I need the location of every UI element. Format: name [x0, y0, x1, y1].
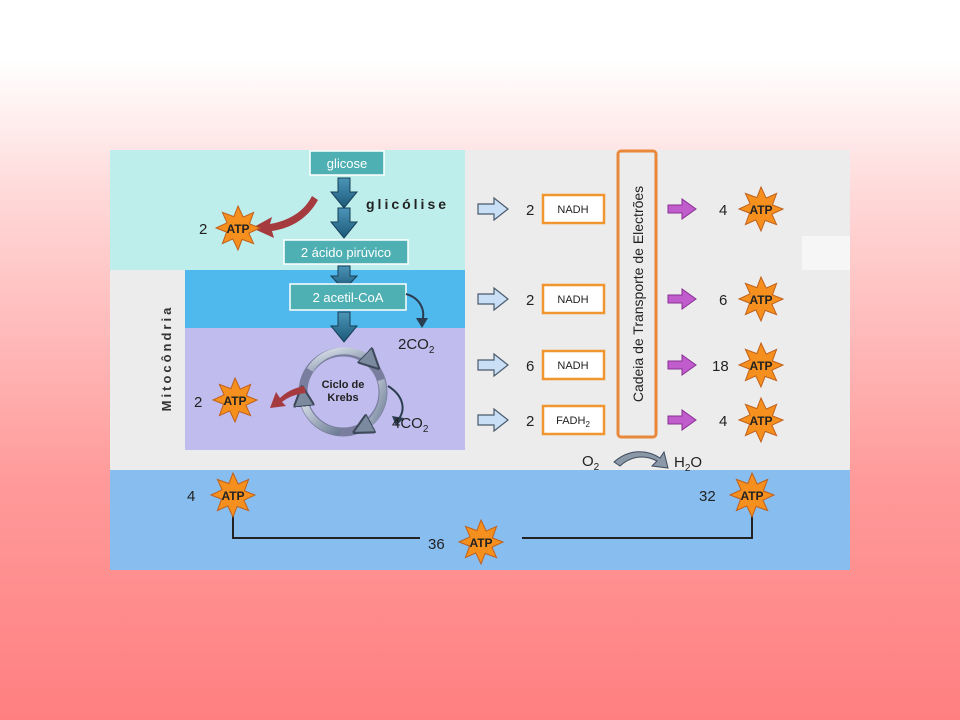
atp-yield-count: 4 — [719, 413, 727, 430]
krebs-cycle-title-line1: Ciclo de — [322, 379, 365, 391]
carrier-box — [541, 193, 606, 225]
krebs-cycle-arc-top — [307, 351, 372, 372]
total-sum-atp-star: ATP — [457, 518, 505, 566]
atp-label: ATP — [740, 489, 763, 503]
glycolysis-atp-star: ATP — [214, 204, 262, 252]
carrier-box — [541, 283, 606, 315]
glycolysis-label: glicólise — [366, 196, 449, 212]
atp-label: ATP — [749, 359, 772, 373]
oxygen-label: O2 — [582, 453, 600, 473]
electron-transport-chain: Cadeia de Transporte de Electrões — [616, 149, 658, 439]
oxygen-to-water-arrow — [613, 450, 669, 469]
co2-4-label: 4CO2 — [392, 415, 429, 435]
output-arrow — [667, 354, 697, 376]
acetyl-coa-label: 2 acetil-CoA — [313, 290, 384, 305]
atp-yield-count: 6 — [719, 292, 727, 309]
co2-release-arrowhead — [416, 318, 428, 328]
water-label: H2O — [674, 454, 702, 474]
carrier-name: NADH — [557, 360, 588, 372]
input-arrow — [477, 407, 509, 433]
pyruvate-box: 2 ácido pirúvico — [283, 239, 409, 265]
co2-2-label: 2CO2 — [398, 336, 435, 356]
atp-label: ATP — [749, 293, 772, 307]
krebs-co2-arrowhead — [392, 416, 404, 426]
carrier-row: 2 FADH2 4 ATP — [477, 396, 785, 444]
atp-label: ATP — [223, 394, 246, 408]
acetyl-coa-box: 2 acetil-CoA — [289, 283, 407, 311]
total-left-atp-star: ATP — [209, 471, 257, 519]
atp-yield-star: ATP — [737, 341, 785, 389]
carrier-row: 6 NADH 18 ATP — [477, 341, 785, 389]
carrier-count: 6 — [526, 358, 534, 375]
mitochondria-label: Mitocôndria — [159, 305, 174, 412]
carrier-count: 2 — [526, 413, 534, 430]
pyruvate-label: 2 ácido pirúvico — [301, 245, 391, 260]
input-arrow — [477, 352, 509, 378]
carrier-name: NADH — [557, 204, 588, 216]
output-arrow — [667, 288, 697, 310]
krebs-atp-count: 2 — [194, 394, 202, 411]
krebs-atp-star: ATP — [211, 376, 259, 424]
glycolysis-atp-arrow — [252, 196, 318, 238]
carrier-row: 2 NADH 6 ATP — [477, 275, 785, 323]
carrier-box — [541, 349, 606, 381]
carrier-count: 2 — [526, 202, 534, 219]
input-arrow — [477, 196, 509, 222]
total-right-atp-star: ATP — [728, 471, 776, 519]
krebs-atp-arrow — [270, 386, 306, 408]
input-arrow — [477, 286, 509, 312]
carrier-name: NADH — [557, 294, 588, 306]
total-sum-count: 36 — [428, 536, 445, 553]
atp-label: ATP — [749, 203, 772, 217]
right-edge-strip — [802, 236, 850, 270]
electron-transport-chain-label: Cadeia de Transporte de Electrões — [630, 186, 646, 402]
atp-yield-count: 4 — [719, 202, 727, 219]
carrier-count: 2 — [526, 292, 534, 309]
output-arrow — [667, 409, 697, 431]
glucose-box: glicose — [309, 150, 385, 176]
atp-label: ATP — [749, 414, 772, 428]
carrier-box — [541, 404, 606, 436]
carrier-name: FADH2 — [556, 415, 590, 429]
krebs-cycle-arc-left — [303, 396, 341, 436]
atp-label: ATP — [221, 489, 244, 503]
glucose-label: glicose — [327, 156, 367, 171]
atp-yield-star: ATP — [737, 396, 785, 444]
glycolysis-down-arrow — [329, 177, 359, 239]
glycolysis-atp-count: 2 — [199, 221, 207, 238]
atp-yield-star: ATP — [737, 185, 785, 233]
acetyl-coa-down-arrow — [329, 311, 359, 343]
krebs-cycle-title-line2: Krebs — [327, 392, 358, 404]
atp-label: ATP — [226, 222, 249, 236]
carrier-row: 2 NADH 4 ATP — [477, 185, 785, 233]
total-left-count: 4 — [187, 488, 195, 505]
pyruvate-down-arrow — [329, 265, 359, 291]
atp-yield-star: ATP — [737, 275, 785, 323]
atp-yield-count: 18 — [712, 358, 729, 375]
atp-label: ATP — [469, 536, 492, 550]
output-arrow — [667, 198, 697, 220]
total-right-count: 32 — [699, 488, 716, 505]
krebs-cycle-arc-right — [362, 378, 387, 428]
